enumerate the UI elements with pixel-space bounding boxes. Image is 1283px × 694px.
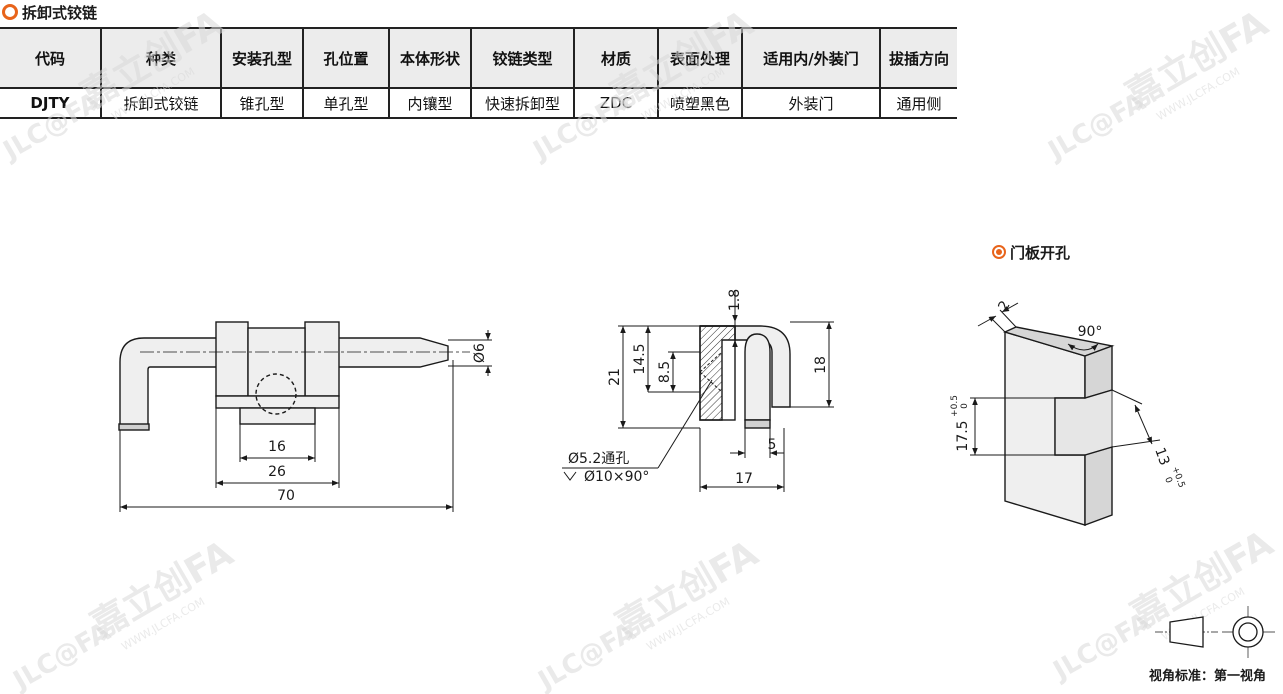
- watermark: JLC@FA 嘉立创FA WWW.JLCFA.COM: [7, 533, 241, 694]
- hinge-knuckle-right: [304, 321, 340, 397]
- dim-pin-dia: Ø6: [472, 343, 488, 363]
- side-view-dimensions: [562, 290, 834, 492]
- dim-17-5-tol-lower: 0: [960, 403, 970, 409]
- table-cell: 内镶型: [388, 88, 471, 119]
- first-angle-projection-icon: [1155, 606, 1275, 658]
- watermark: JLC@FA 嘉立创FA WWW.JLCFA.COM: [0, 3, 230, 167]
- dim-17-5-tol-upper: +0.5: [950, 395, 960, 417]
- door-panel-edge-right-top: [1084, 344, 1113, 399]
- door-cutout-title-text: 门板开孔: [1010, 244, 1070, 262]
- hinge-pin: [119, 337, 449, 429]
- front-view: [118, 321, 470, 431]
- table-cell: 快速拆卸型: [470, 88, 574, 119]
- hinge-body-center: [247, 327, 306, 397]
- watermark: JLC@FA 嘉立创FA WWW.JLCFA.COM: [532, 533, 766, 694]
- door-cutout-dimensions: [970, 302, 1161, 456]
- projection-label: 视角标准：第一视角: [1149, 668, 1266, 684]
- table-cell: 锥孔型: [220, 88, 303, 119]
- note-through-hole: Ø5.2通孔: [568, 451, 629, 467]
- dim-2: 2: [995, 298, 1013, 314]
- spec-table: 代码 种类 安装孔型 孔位置 本体形状 铰链类型 材质 表面处理 适用内/外装门…: [0, 27, 957, 119]
- note-countersink: Ø10×90°: [584, 469, 649, 485]
- table-row: DJTY 拆卸式铰链 锥孔型 单孔型 内镶型 快速拆卸型 ZDC 喷塑黑色 外装…: [0, 88, 957, 119]
- col-header: 种类: [100, 27, 221, 89]
- table-cell: 喷塑黑色: [657, 88, 742, 119]
- pin-tip: [118, 423, 150, 431]
- hinge-knuckle-left: [215, 321, 249, 397]
- dim-18: 18: [813, 356, 829, 374]
- hinge-lower-block: [239, 407, 316, 425]
- screw-hole-hidden: [255, 373, 297, 415]
- target-bullet-icon: [992, 245, 1006, 259]
- mount-foot: [744, 419, 771, 429]
- door-cutout-title: 门板开孔: [992, 244, 1070, 262]
- col-header: 铰链类型: [470, 27, 574, 89]
- hinge-knuckle-section: [744, 333, 771, 421]
- table-cell: 外装门: [741, 88, 880, 119]
- dim-17: 17: [735, 471, 753, 487]
- col-header: 代码: [0, 27, 101, 89]
- col-header: 本体形状: [388, 27, 471, 89]
- dim-16: 16: [268, 439, 286, 455]
- dim-17-5: 17.5: [955, 420, 971, 451]
- watermark: JLC@FA 嘉立创FA WWW.JLCFA.COM: [1042, 3, 1276, 167]
- watermark: JLC@FA 嘉立创FA WWW.JLCFA.COM: [527, 3, 761, 167]
- hinge-body-section: [699, 325, 736, 421]
- section-title-text: 拆卸式铰链: [22, 3, 98, 22]
- door-panel: [1003, 326, 1115, 527]
- hinge-base-plate: [215, 395, 340, 409]
- dim-8-5: 8.5: [657, 361, 673, 383]
- table-cell-code: DJTY: [0, 88, 101, 119]
- col-header: 孔位置: [302, 27, 389, 89]
- section-title: 拆卸式铰链: [2, 2, 97, 22]
- col-header: 表面处理: [657, 27, 742, 89]
- table-cell: 单孔型: [302, 88, 389, 119]
- dim-21: 21: [607, 368, 623, 386]
- front-view-dimensions: [119, 330, 492, 512]
- dim-13: 13: [1151, 446, 1172, 468]
- door-panel-edge-right-bottom: [1084, 446, 1113, 527]
- side-view: [699, 325, 791, 429]
- col-header: 拔插方向: [879, 27, 957, 89]
- col-header: 适用内/外装门: [741, 27, 880, 89]
- door-cutout-inner: [1054, 389, 1113, 456]
- table-cell: 拆卸式铰链: [100, 88, 221, 119]
- table-cell: 通用侧: [879, 88, 957, 119]
- dim-5: 5: [768, 437, 777, 453]
- dim-13-tol-lower: 0: [1162, 476, 1173, 485]
- col-header: 安装孔型: [220, 27, 303, 89]
- dim-1-8: 1.8: [727, 289, 743, 311]
- table-header-row: 代码 种类 安装孔型 孔位置 本体形状 铰链类型 材质 表面处理 适用内/外装门…: [0, 27, 957, 89]
- dim-26: 26: [268, 464, 286, 480]
- table-cell: ZDC: [573, 88, 658, 119]
- ring-bullet-icon: [2, 4, 18, 20]
- dim-90-deg: 90°: [1078, 324, 1103, 340]
- dim-14-5: 14.5: [632, 343, 648, 374]
- dim-70: 70: [277, 488, 295, 504]
- col-header: 材质: [573, 27, 658, 89]
